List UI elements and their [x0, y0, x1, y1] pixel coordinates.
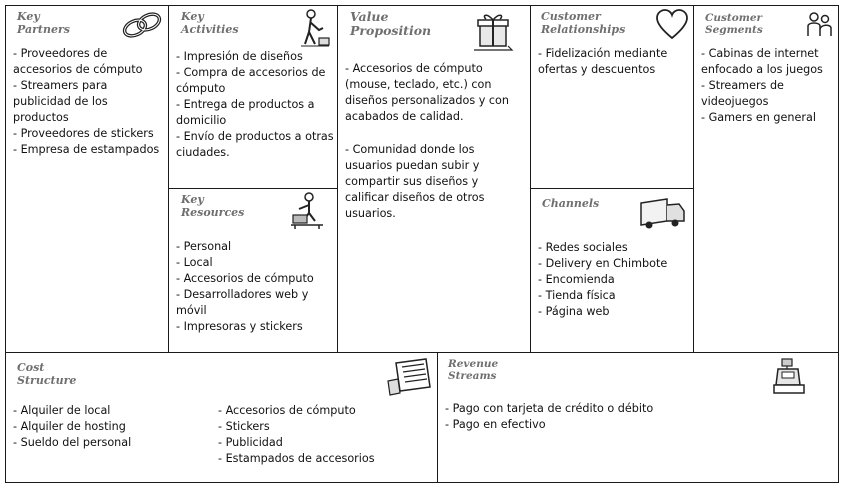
key-resources-list: - Personal - Local - Accesorios de cómpu…	[176, 239, 334, 335]
list-item: - Streamers para publicidad de los produ…	[13, 79, 108, 124]
list-item: - Página web	[538, 305, 610, 318]
list-item: - Fidelización mediante ofertas y descue…	[538, 47, 668, 76]
key-partners-list: - Proveedores de accesorios de cómputo -…	[13, 46, 165, 158]
cash-register-icon	[773, 358, 805, 394]
list-item: - Envío de productos a otras ciudades.	[176, 130, 334, 159]
list-item: - Alquiler de local	[13, 404, 111, 417]
channels-list: - Redes sociales - Delivery en Chimbote …	[538, 240, 690, 320]
revenue-streams-list: - Pago con tarjeta de crédito o débito -…	[445, 401, 765, 433]
list-item: - Alquiler de hosting	[13, 420, 126, 433]
key-partners-title: Key Partners	[17, 10, 70, 36]
list-item: - Desarrolladores web y móvil	[176, 288, 309, 317]
chain-links-icon	[122, 12, 162, 38]
list-item: - Proveedores de accesorios de cómputo	[13, 47, 143, 76]
receipt-icon	[387, 358, 431, 396]
customer-segments-title: Customer Segments	[705, 12, 763, 37]
list-item: - Delivery en Chimbote	[538, 257, 668, 270]
list-item: - Estampados de accesorios	[218, 452, 375, 465]
list-item: - Personal	[176, 240, 232, 253]
cost-structure-title: Cost Structure	[17, 361, 77, 387]
list-item: - Sueldo del personal	[13, 436, 132, 449]
value-proposition-paragraph-1: - Accesorios de cómputo (mouse, teclado,…	[345, 62, 509, 123]
worker-icon	[301, 9, 330, 47]
list-item: - Encomienda	[538, 273, 615, 286]
list-item: - Accesorios de cómputo	[218, 404, 356, 417]
list-item: - Impresoras y stickers	[176, 320, 303, 333]
gift-icon	[474, 14, 514, 51]
heart-icon	[656, 9, 688, 40]
list-item: - Cabinas de internet enfocado a los jue…	[701, 47, 823, 76]
key-resources-title: Key Resources	[181, 193, 245, 219]
customer-segments-box: Customer Segments - Cabinas de internet …	[693, 5, 839, 353]
channels-box: Channels - Redes sociales - Delivery en …	[530, 188, 694, 353]
customer-segments-list: - Cabinas de internet enfocado a los jue…	[701, 46, 837, 126]
list-item: - Impresión de diseños	[176, 50, 303, 63]
customer-relationships-box: Customer Relationships - Fidelización me…	[530, 5, 694, 189]
cost-structure-box: Cost Structure - Alquiler de local - Alq…	[5, 352, 438, 483]
revenue-streams-title: Revenue Streams	[448, 358, 499, 383]
list-item: - Redes sociales	[538, 241, 628, 254]
key-resources-box: Key Resources - Personal - Local - Acces…	[168, 188, 338, 353]
list-item: - Compra de accesorios de cómputo	[176, 66, 326, 95]
truck-icon	[640, 198, 685, 229]
list-item: - Empresa de estampados	[13, 143, 160, 156]
list-item: - Stickers	[218, 420, 270, 433]
list-item: - Gamers en general	[701, 111, 816, 124]
list-item: - Accesorios de cómputo	[176, 272, 314, 285]
forklift-worker-icon	[291, 192, 323, 229]
revenue-streams-box: Revenue Streams - Pago con tarjeta de cr…	[437, 352, 839, 483]
customer-relationships-list: - Fidelización mediante ofertas y descue…	[538, 46, 690, 78]
key-activities-title: Key Activities	[181, 10, 239, 36]
list-item: - Pago en efectivo	[445, 418, 546, 431]
list-item: - Pago con tarjeta de crédito o débito	[445, 402, 654, 415]
channels-title: Channels	[542, 197, 600, 210]
key-activities-list: - Impresión de diseños - Compra de acces…	[176, 49, 334, 161]
list-item: - Streamers de videojuegos	[701, 79, 784, 108]
key-partners-box: Key Partners - Proveedores de accesorios…	[5, 5, 169, 353]
people-icon	[807, 12, 832, 36]
value-proposition-box: Value Proposition - Accesorios de cómput…	[337, 5, 531, 353]
list-item: - Proveedores de stickers	[13, 127, 154, 140]
value-proposition-paragraph-2: - Comunidad donde los usuarios puedan su…	[345, 143, 485, 220]
list-item: - Publicidad	[218, 436, 283, 449]
cost-structure-list-right: - Accesorios de cómputo - Stickers - Pub…	[218, 403, 428, 467]
cost-structure-list-left: - Alquiler de local - Alquiler de hostin…	[13, 403, 213, 451]
list-item: - Entrega de productos a domicilio	[176, 98, 315, 127]
list-item: - Tienda física	[538, 289, 616, 302]
customer-relationships-title: Customer Relationships	[541, 10, 626, 36]
list-item: - Local	[176, 256, 213, 269]
key-activities-box: Key Activities - Impresión de diseños - …	[168, 5, 338, 189]
value-proposition-title: Value Proposition	[350, 9, 432, 39]
